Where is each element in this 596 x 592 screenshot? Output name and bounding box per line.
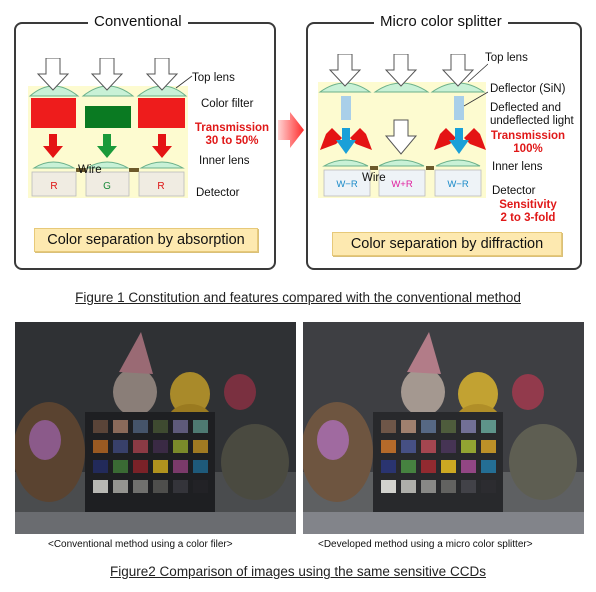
leader-line xyxy=(175,75,193,89)
undeflected-white-arrow xyxy=(384,119,418,155)
micro-color-splitter-structure-diagram: W−R W+R W−R xyxy=(318,54,488,198)
wire xyxy=(129,168,139,172)
transmission-line1: Transmission xyxy=(490,130,566,142)
splitter-transmission-label: Transmission 100% xyxy=(488,130,568,156)
conventional-method-photo xyxy=(15,322,296,534)
sensitivity-line2: 2 to 3-fold xyxy=(500,212,556,224)
undeflected-blue-arrow xyxy=(449,128,469,154)
conventional-inner-lens-label: Inner lens xyxy=(199,155,250,167)
sensitivity-line1: Sensitivity xyxy=(499,199,557,211)
splitter-inner-lens xyxy=(378,159,425,167)
conventional-inner-lens xyxy=(85,161,130,169)
transmission-line2: 30 to 50% xyxy=(205,135,259,147)
incoming-light-arrow xyxy=(441,54,475,87)
separation-by-absorption-box: Color separation by absorption xyxy=(34,228,258,252)
incoming-light-arrow xyxy=(384,54,418,87)
deflected-line1: Deflected and xyxy=(490,102,561,114)
color-checker xyxy=(93,420,208,493)
leader-line xyxy=(463,91,488,107)
detector-cell xyxy=(434,169,482,197)
undeflected-blue-arrow xyxy=(336,128,356,154)
detector-cell-label: W−R xyxy=(447,179,469,190)
splitter-scene xyxy=(303,322,584,534)
splitter-top-lens xyxy=(373,82,430,93)
detector-cell-label: W+R xyxy=(391,179,413,190)
splitter-detector-label: Detector xyxy=(492,185,536,197)
green-light-arrow xyxy=(97,134,117,158)
splitter-wire-label: Wire xyxy=(362,172,386,184)
deflector xyxy=(341,96,351,120)
deflected-red-arrow xyxy=(464,128,486,150)
detector-cell xyxy=(85,171,130,197)
splitter-photo-caption: <Developed method using a micro color sp… xyxy=(318,539,533,550)
conventional-top-lens-label: Top lens xyxy=(192,72,235,84)
conventional-scene xyxy=(15,322,296,534)
detector-cell xyxy=(323,169,371,197)
splitter-deflector-label: Deflector (SiN) xyxy=(490,83,566,95)
splitter-top-lens-label: Top lens xyxy=(485,52,528,64)
splitter-deflected-label: Deflected and undeflected light xyxy=(490,102,574,128)
conventional-inner-lens xyxy=(32,161,76,169)
wire xyxy=(370,166,378,170)
detector-cell-label: G xyxy=(103,181,111,192)
deflected-red-arrow xyxy=(350,128,372,150)
transmission-line2: 100% xyxy=(513,143,543,155)
transmission-line1: Transmission xyxy=(194,122,270,134)
deflector xyxy=(454,96,464,120)
splitter-inner-lens xyxy=(322,159,369,167)
conventional-structure-diagram: R G R xyxy=(28,58,193,198)
incoming-light-arrow xyxy=(90,58,124,91)
leader-line xyxy=(467,63,488,83)
detector-cell-label: R xyxy=(50,181,57,192)
conventional-title: Conventional xyxy=(88,13,188,31)
conventional-detector-label: Detector xyxy=(196,187,240,199)
splitter-inner-lens-label: Inner lens xyxy=(492,161,543,173)
deflected-red-arrow xyxy=(434,128,456,150)
incoming-light-arrow xyxy=(145,58,179,91)
figure2-caption: Figure2 Comparison of images using the s… xyxy=(110,564,486,579)
figure1-caption: Figure 1 Constitution and features compa… xyxy=(75,290,521,305)
splitter-inner-lens xyxy=(435,159,481,167)
splitter-top-lens xyxy=(430,82,486,93)
red-light-arrow xyxy=(43,134,63,158)
wire xyxy=(76,168,86,172)
detector-cell xyxy=(31,171,77,197)
incoming-light-arrow xyxy=(328,54,362,87)
conventional-wire-label: Wire xyxy=(78,164,102,176)
incoming-light-arrow xyxy=(36,58,70,91)
splitter-sensitivity-label: Sensitivity 2 to 3-fold xyxy=(488,199,568,225)
green-color-filter xyxy=(85,106,131,128)
detector-cell-label: W−R xyxy=(336,179,358,190)
conventional-inner-lens xyxy=(139,161,185,169)
detector-cell xyxy=(138,171,185,197)
detector-cell xyxy=(378,169,426,197)
conventional-photo-caption: <Conventional method using a color filer… xyxy=(48,539,233,550)
red-color-filter xyxy=(138,98,185,128)
conventional-color-filter-label: Color filter xyxy=(201,98,254,110)
separation-by-diffraction-box: Color separation by diffraction xyxy=(332,232,562,256)
micro-color-splitter-photo xyxy=(303,322,584,534)
micro-color-splitter-title: Micro color splitter xyxy=(374,13,508,31)
deflected-red-arrow xyxy=(320,128,342,150)
transition-arrow xyxy=(278,112,304,148)
red-color-filter xyxy=(31,98,76,128)
deflected-line2: undeflected light xyxy=(490,115,574,127)
color-checker xyxy=(381,420,496,493)
red-light-arrow xyxy=(152,134,172,158)
conventional-transmission-label: Transmission 30 to 50% xyxy=(190,122,274,148)
wire xyxy=(426,166,434,170)
detector-cell-label: R xyxy=(157,181,164,192)
